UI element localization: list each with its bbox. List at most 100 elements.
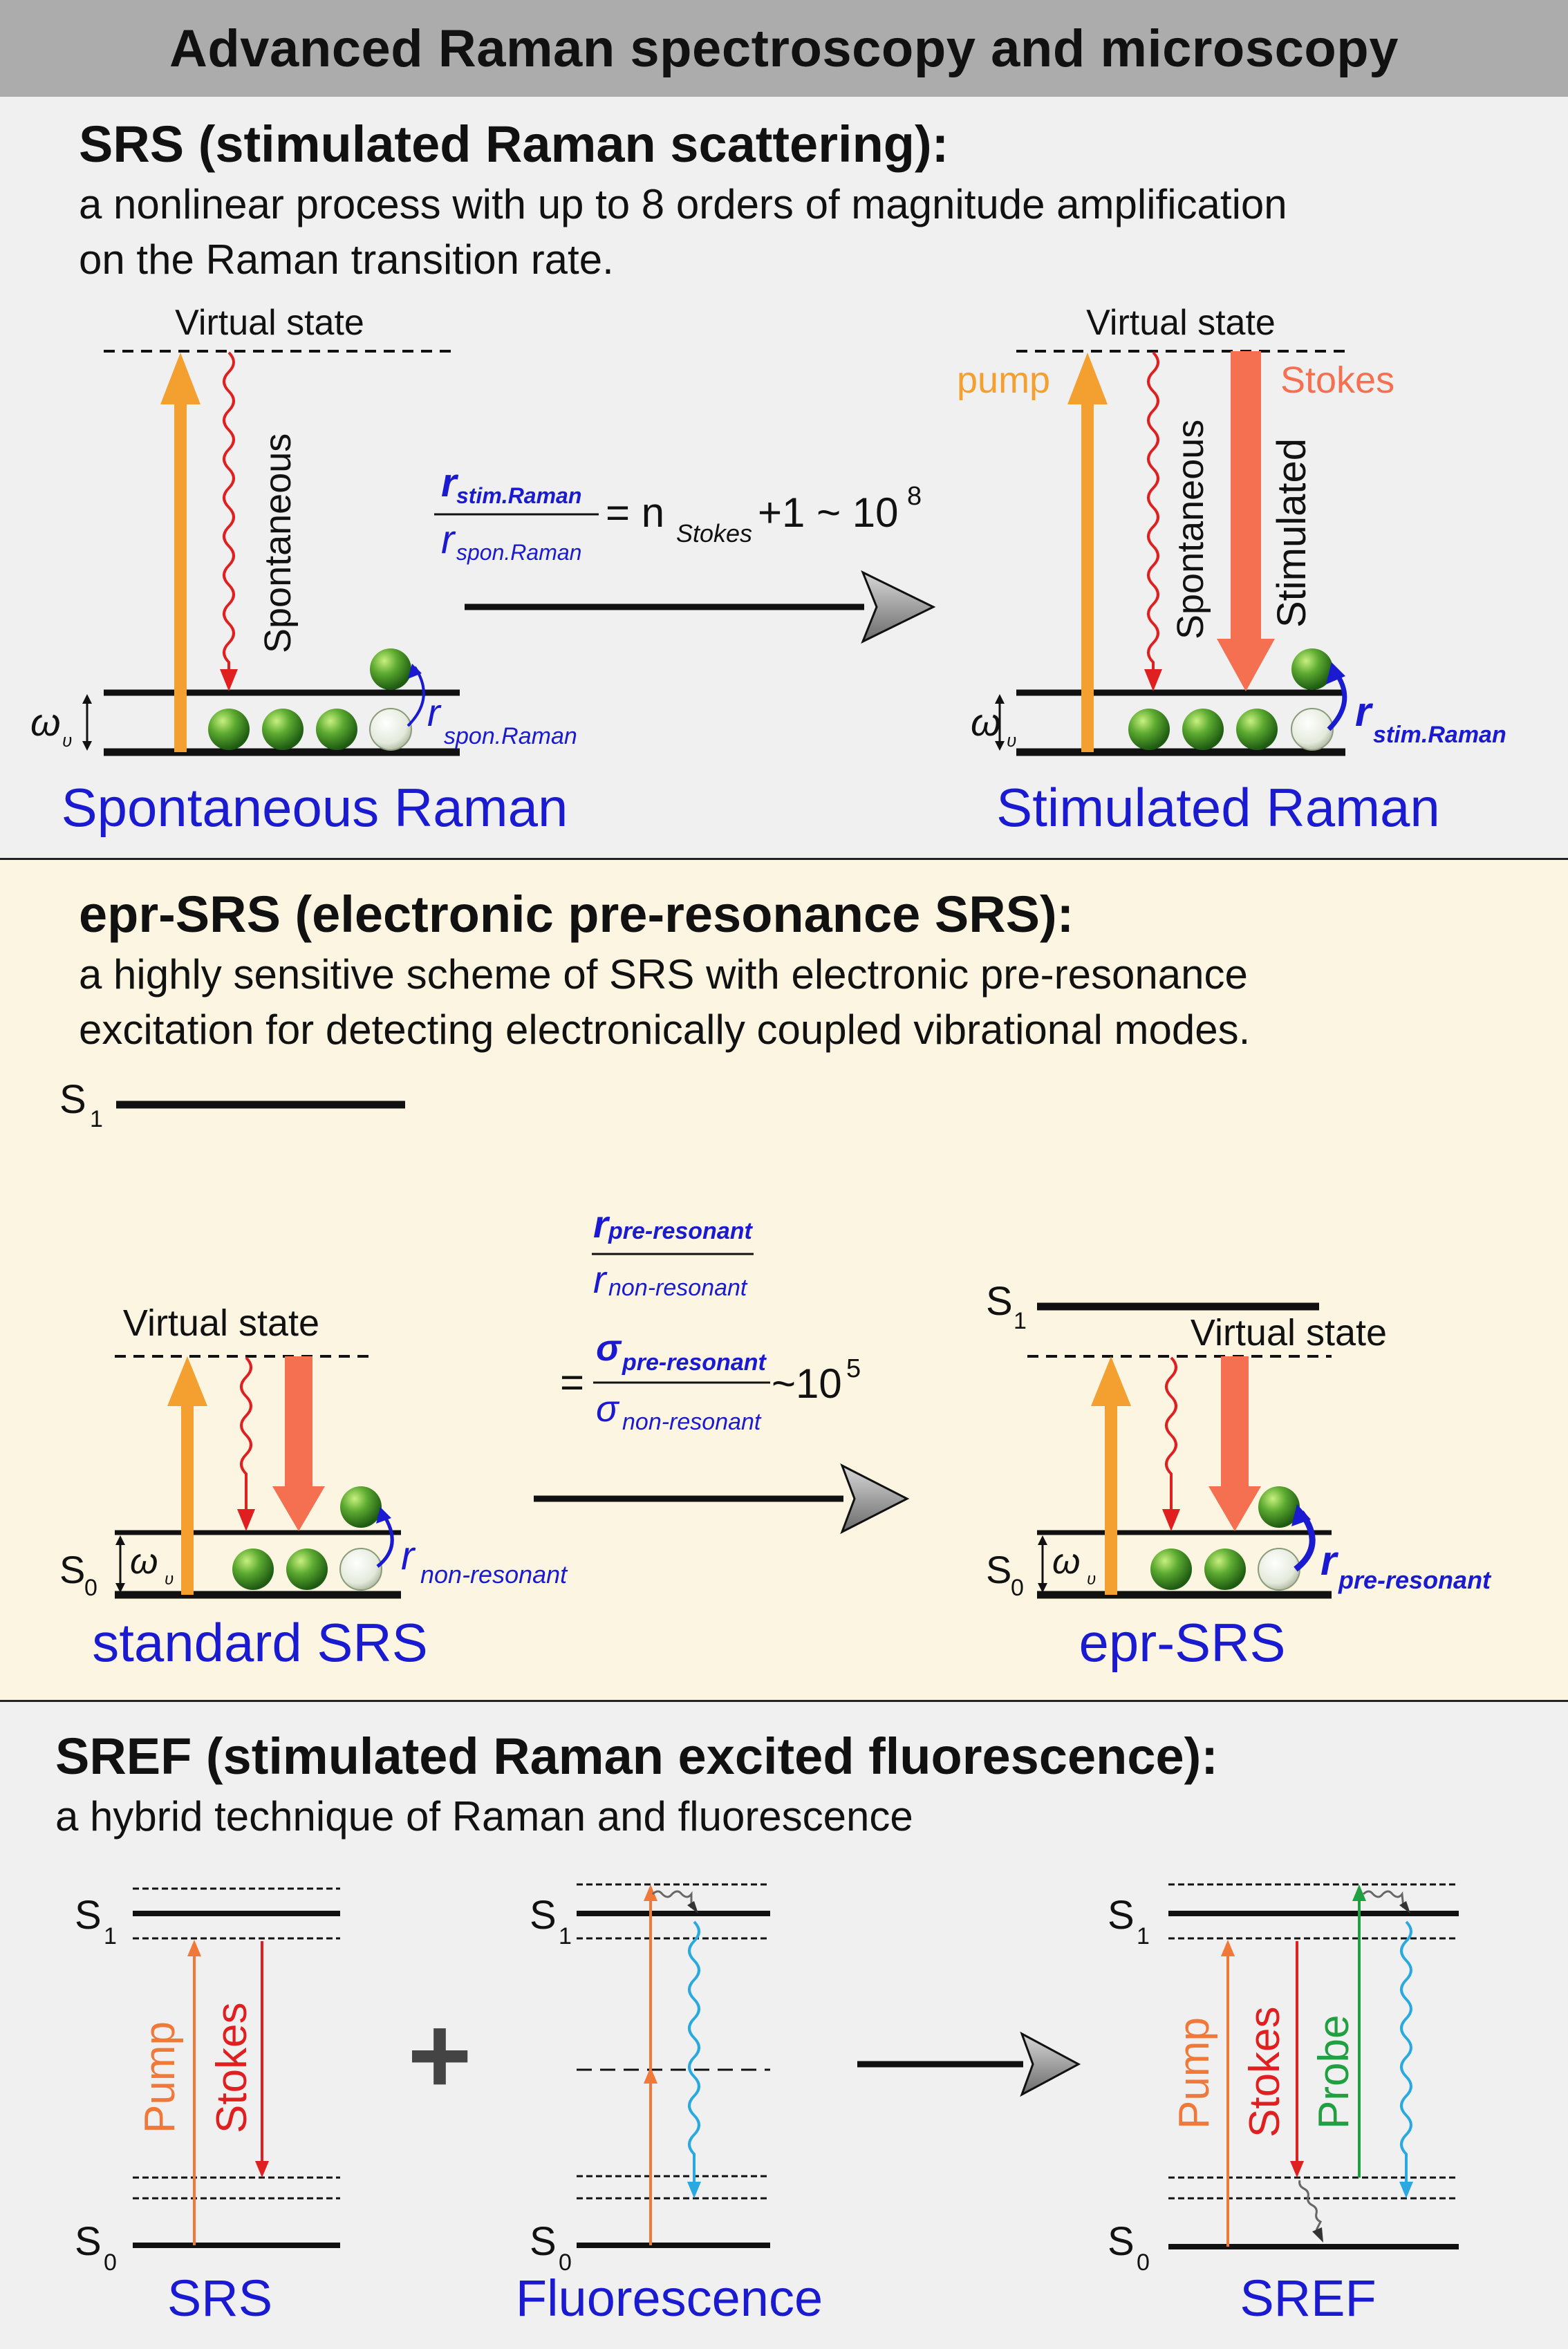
molecule-ball-ghost	[1258, 1548, 1300, 1591]
s0-sub-epr: 0	[1011, 1575, 1024, 1601]
srs-desc-line2: on the Raman transition rate.	[79, 236, 614, 283]
virtual-state-label-right: Virtual state	[1086, 303, 1276, 343]
caption-stimulated-raman: Stimulated Raman	[996, 777, 1440, 838]
r-stim-label: r	[1355, 689, 1374, 735]
ratio2-den-sub: non-resonant	[608, 1275, 748, 1301]
s0-label-sref1: S	[75, 2219, 102, 2264]
ratio-den-sub: spon.Raman	[456, 540, 581, 565]
r-stim-sub: stim.Raman	[1373, 722, 1506, 748]
s1-sub-top: 1	[90, 1106, 103, 1132]
ratio2-eq: =	[560, 1359, 584, 1405]
molecule-ball-excited	[1258, 1486, 1300, 1528]
process-arrowhead-2	[840, 1463, 910, 1535]
epr-title: epr-SRS (electronic pre-resonance SRS):	[79, 886, 1074, 943]
stokes-label: Stokes	[1280, 359, 1394, 401]
fluorescence-diagram	[577, 1883, 770, 2248]
spontaneous-wave-epr	[1165, 1356, 1177, 1514]
molecule-ball-excited	[1291, 648, 1333, 690]
s0-sub-std: 0	[84, 1575, 97, 1601]
pump-arrow-epr	[1105, 1403, 1117, 1595]
stokes-label-sref1: Stokes	[208, 2002, 256, 2133]
s1-sub-sref: 1	[1137, 1923, 1150, 1949]
omega-label-right: ω	[971, 700, 1001, 744]
r-preres-sub: pre-resonant	[1338, 1566, 1492, 1594]
caption-fluorescence: Fluorescence	[516, 2270, 823, 2327]
epr-desc-line1: a highly sensitive scheme of SRS with el…	[79, 951, 1248, 998]
pump-arrow-std	[181, 1403, 194, 1595]
s0-label-fluor: S	[530, 2219, 557, 2264]
molecule-ball	[262, 709, 304, 750]
stokes-arrowhead	[1217, 639, 1275, 691]
process-arrowhead-1	[861, 570, 936, 644]
pump-label: pump	[957, 359, 1050, 401]
ratio-den-r: r	[441, 517, 456, 562]
virtual-state-label-epr: Virtual state	[1191, 1312, 1387, 1354]
s1-label-top: S	[59, 1077, 86, 1122]
r-nonres-sub: non-resonant	[420, 1560, 568, 1589]
omega-label-epr: ω	[1052, 1542, 1081, 1582]
molecule-ball-ghost	[339, 1548, 382, 1591]
ratio2-tail: ~10	[772, 1360, 842, 1407]
sigma-den: σ	[596, 1388, 620, 1430]
s0-sub-sref: 0	[1137, 2249, 1150, 2276]
spontaneous-label-left: Spontaneous	[257, 433, 299, 653]
molecule-ball	[232, 1548, 274, 1590]
omega-sub-left: υ	[62, 730, 72, 751]
r-spon-label: r	[427, 691, 442, 734]
ratio2-den-r: r	[593, 1257, 608, 1301]
s1-label-sref: S	[1108, 1893, 1135, 1938]
page-title: Advanced Raman spectroscopy and microsco…	[169, 19, 1399, 78]
pump-arrowhead-right	[1067, 353, 1108, 404]
omega-sub-right: υ	[1007, 730, 1016, 751]
spontaneous-wave-right	[1147, 351, 1159, 674]
ratio2-num-sub: pre-resonant	[608, 1218, 753, 1244]
omega-label-left: ω	[30, 700, 61, 744]
caption-standard-srs: standard SRS	[92, 1612, 428, 1673]
spontaneous-arrowhead-left	[220, 669, 238, 691]
spontaneous-label-right: Spontaneous	[1170, 420, 1211, 639]
molecule-ball	[286, 1548, 328, 1590]
spontaneous-wave-left	[223, 351, 235, 674]
s1-label-sref1: S	[75, 1893, 102, 1938]
s1-label-epr: S	[986, 1279, 1013, 1324]
ratio2-exp: 5	[846, 1354, 861, 1383]
stokes-arrow-epr	[1221, 1356, 1249, 1492]
molecule-ball-excited	[340, 1486, 382, 1528]
sref-diagram	[1168, 1883, 1459, 2249]
caption-spontaneous-raman: Spontaneous Raman	[62, 777, 568, 838]
ratio-nsub: Stokes	[676, 519, 752, 548]
molecule-ball	[208, 709, 250, 750]
plus-sign: +	[407, 1993, 472, 2117]
molecule-ball	[1182, 709, 1224, 750]
pump-arrowhead-left	[160, 353, 200, 404]
ratio-num-r: r	[441, 460, 459, 505]
ratio-tail: +1 ~ 10	[758, 489, 899, 536]
srs-desc-line1: a nonlinear process with up to 8 orders …	[79, 181, 1287, 227]
pump-arrow-left	[174, 401, 187, 752]
molecule-ball	[1204, 1548, 1246, 1590]
header-bar: Advanced Raman spectroscopy and microsco…	[0, 0, 1568, 99]
s0-sub-fluor: 0	[559, 2249, 572, 2276]
molecule-ball-excited	[370, 648, 411, 690]
caption-epr-srs: epr-SRS	[1079, 1612, 1285, 1673]
spontaneous-wave-std	[240, 1356, 252, 1514]
s0-label-std: S	[59, 1548, 85, 1591]
pump-arrow-right	[1081, 401, 1094, 752]
sigma-num: σ	[596, 1327, 622, 1369]
ratio-num-sub: stim.Raman	[456, 483, 581, 508]
stokes-label-sref: Stokes	[1241, 2006, 1289, 2137]
stimulated-label: Stimulated	[1269, 438, 1314, 628]
epr-desc-line2: excitation for detecting electronically …	[79, 1007, 1251, 1053]
s1-sub-sref1: 1	[104, 1923, 117, 1949]
caption-srs: SRS	[167, 2270, 272, 2327]
molecule-ball	[1150, 1548, 1192, 1590]
caption-sref: SREF	[1240, 2270, 1376, 2327]
sref-title: SREF (stimulated Raman excited fluoresce…	[55, 1728, 1218, 1785]
s1-sub-fluor: 1	[559, 1923, 572, 1949]
pump-label-sref1: Pump	[136, 2021, 184, 2133]
sref-desc: a hybrid technique of Raman and fluoresc…	[55, 1793, 913, 1840]
s0-sub-sref1: 0	[104, 2249, 117, 2276]
ratio-exp: 8	[907, 482, 922, 511]
